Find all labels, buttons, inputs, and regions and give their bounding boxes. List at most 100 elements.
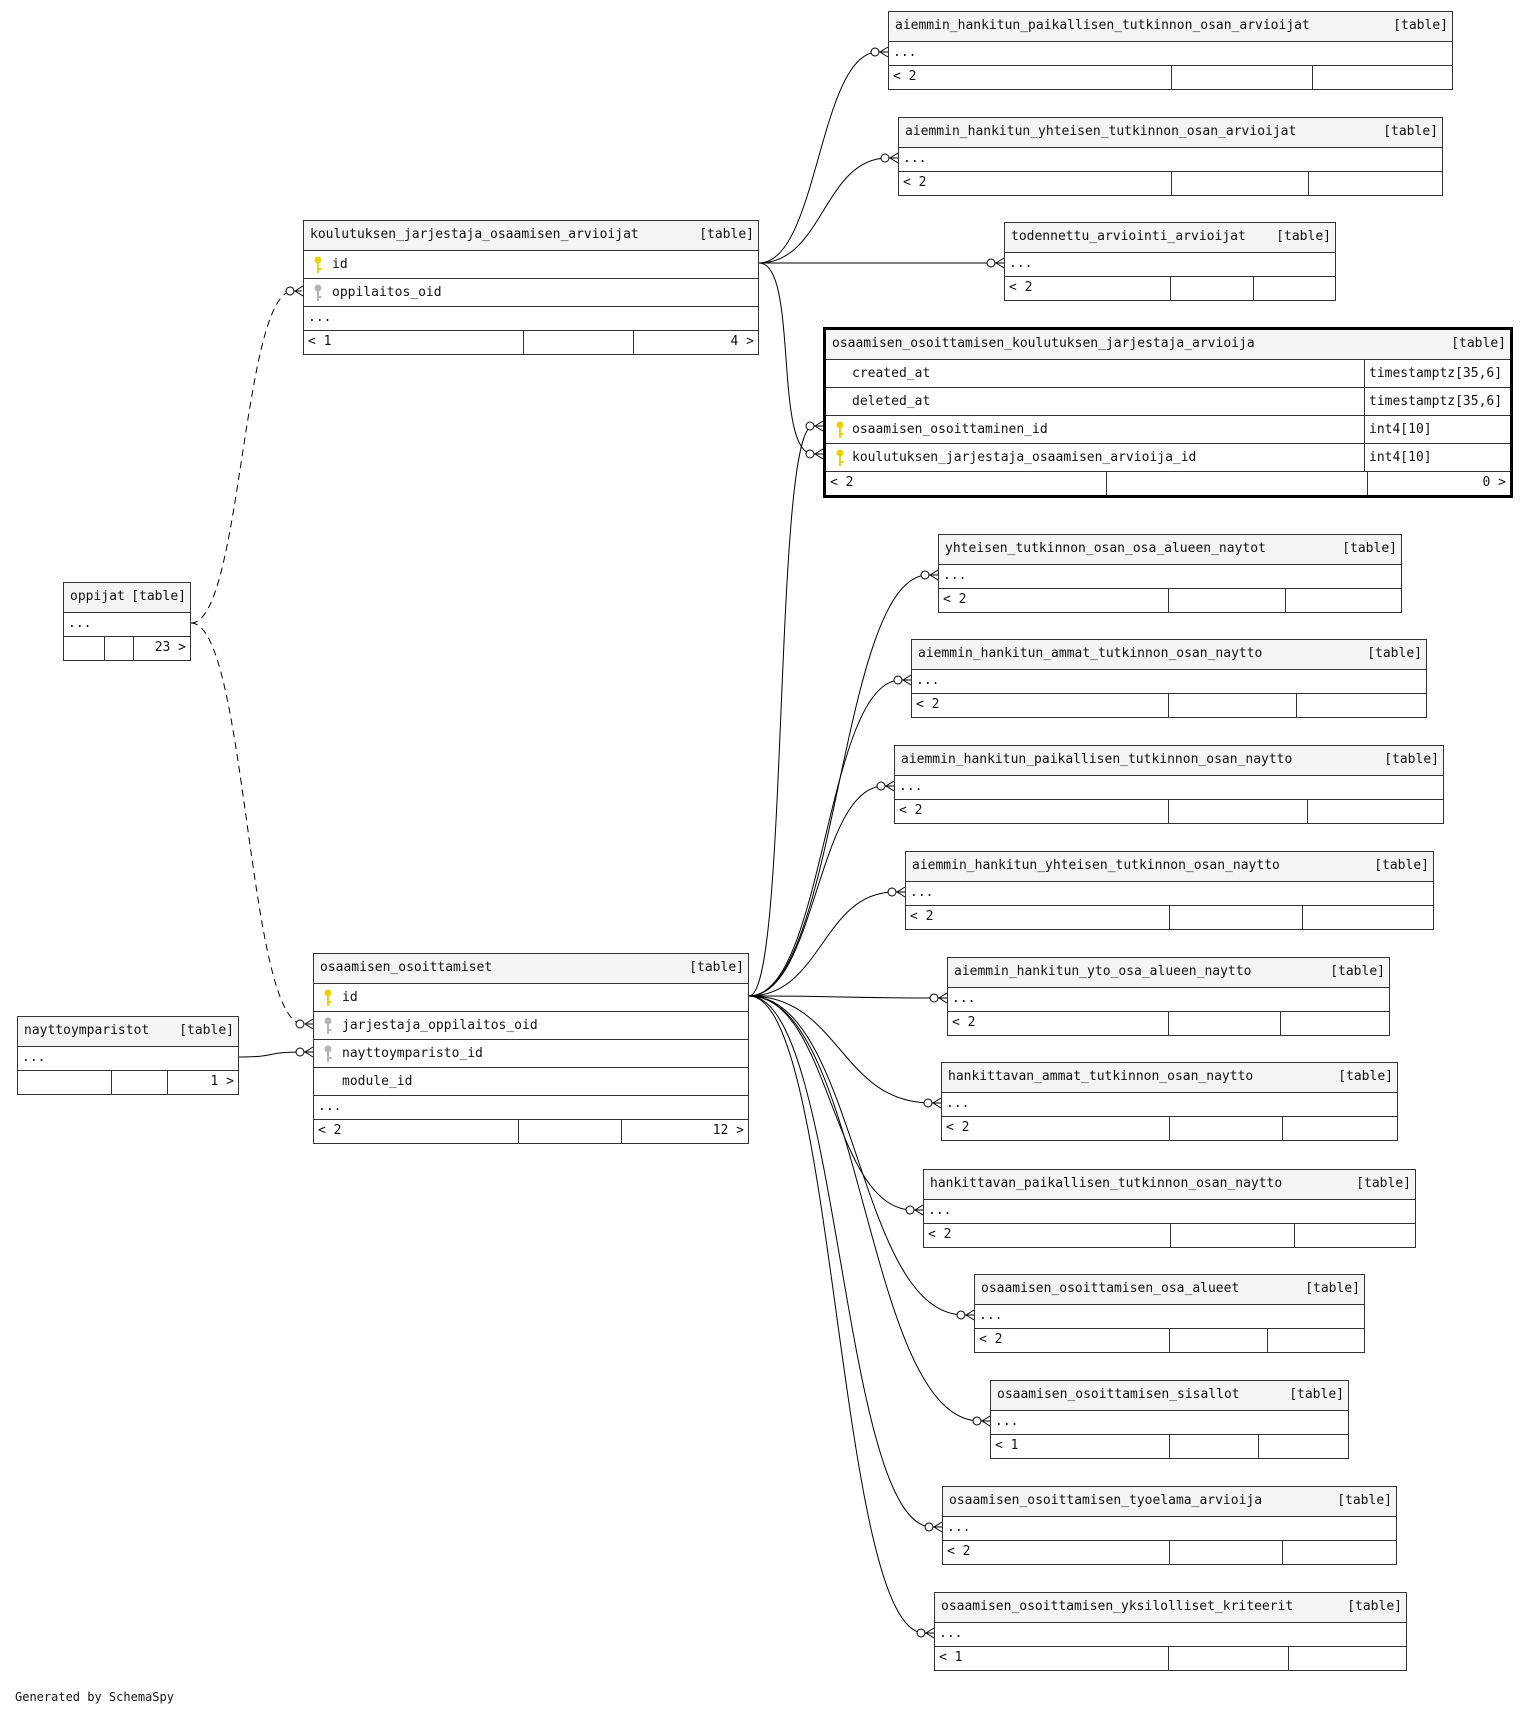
parents-count-link[interactable]: < 2 [318,1123,342,1138]
more-columns-ellipsis[interactable]: ... [1005,252,1335,276]
table-name[interactable]: osaamisen_osoittamisen_koulutuksen_jarje… [832,336,1255,351]
table-koulutuksen-jarjestaja-osaamisen-arvioijat[interactable]: koulutuksen_jarjestaja_osaamisen_arvioij… [303,220,759,355]
table-name[interactable]: hankittavan_paikallisen_tutkinnon_osan_n… [930,1176,1283,1191]
table-name[interactable]: aiemmin_hankitun_yhteisen_tutkinnon_osan… [912,858,1280,873]
more-columns-ellipsis[interactable]: ... [943,1516,1396,1540]
table-name[interactable]: osaamisen_osoittamiset [320,960,493,975]
table-header[interactable]: nayttoymparistot[table] [18,1017,238,1046]
table-name[interactable]: aiemmin_hankitun_paikallisen_tutkinnon_o… [895,18,1310,33]
children-count-link[interactable] [1282,1541,1396,1564]
table-name[interactable]: osaamisen_osoittamisen_osa_alueet [981,1281,1240,1296]
column-row-nayttoymparisto-id[interactable]: nayttoymparisto_id [314,1039,748,1067]
table-yhteisen-tutkinnon-osan-osa-alueen-naytot[interactable]: yhteisen_tutkinnon_osan_osa_alueen_nayto… [938,534,1402,613]
table-header[interactable]: osaamisen_osoittamisen_koulutuksen_jarje… [826,330,1510,359]
table-header[interactable]: aiemmin_hankitun_yhteisen_tutkinnon_osan… [906,852,1433,881]
table-header[interactable]: osaamisen_osoittamisen_yksilolliset_krit… [935,1593,1406,1622]
parents-count-link[interactable]: < 2 [830,475,854,490]
table-hankittavan-ammat-tutkinnon-osan-naytto[interactable]: hankittavan_ammat_tutkinnon_osan_naytto[… [941,1062,1398,1141]
table-name[interactable]: osaamisen_osoittamisen_sisallot [997,1387,1240,1402]
column-row-jarjestaja-oppilaitos-oid[interactable]: jarjestaja_oppilaitos_oid [314,1011,748,1039]
table-name[interactable]: yhteisen_tutkinnon_osan_osa_alueen_nayto… [945,541,1266,556]
more-columns-ellipsis[interactable]: ... [991,1410,1348,1434]
table-header[interactable]: yhteisen_tutkinnon_osan_osa_alueen_nayto… [939,535,1401,564]
table-header[interactable]: aiemmin_hankitun_ammat_tutkinnon_osan_na… [912,640,1426,669]
parents-count-link[interactable] [18,1071,111,1094]
table-aiemmin-hankitun-yto-osa-alueen-naytto[interactable]: aiemmin_hankitun_yto_osa_alueen_naytto[t… [947,957,1390,1036]
table-name[interactable]: aiemmin_hankitun_ammat_tutkinnon_osan_na… [918,646,1263,661]
more-columns-ellipsis[interactable]: ... [975,1304,1364,1328]
children-count-link[interactable] [1308,172,1442,195]
parents-count-link[interactable]: < 2 [1009,280,1033,295]
table-aiemmin-hankitun-yhteisen-tutkinnon-osan-arvioijat[interactable]: aiemmin_hankitun_yhteisen_tutkinnon_osan… [898,117,1443,196]
children-count-link[interactable]: 0 > [1367,472,1510,495]
table-header[interactable]: hankittavan_ammat_tutkinnon_osan_naytto[… [942,1063,1397,1092]
parents-count-link[interactable]: < 2 [947,1544,971,1559]
children-count-link[interactable] [1288,1647,1406,1670]
children-count-link[interactable] [1267,1329,1364,1352]
column-row-id[interactable]: id [304,250,758,278]
more-columns-ellipsis[interactable]: ... [895,775,1443,799]
parents-count-link[interactable]: < 2 [946,1120,970,1135]
table-header[interactable]: aiemmin_hankitun_yhteisen_tutkinnon_osan… [899,118,1442,147]
table-name[interactable]: osaamisen_osoittamisen_tyoelama_arvioija [949,1493,1263,1508]
more-columns-ellipsis[interactable]: ... [18,1046,238,1070]
table-header[interactable]: osaamisen_osoittamisen_tyoelama_arvioija… [943,1487,1396,1516]
table-osaamisen-osoittamisen-osa-alueet[interactable]: osaamisen_osoittamisen_osa_alueet[table]… [974,1274,1365,1353]
parents-count-link[interactable]: < 2 [979,1332,1003,1347]
children-count-link[interactable]: 12 > [621,1120,748,1143]
table-osaamisen-osoittamisen-koulutuksen-jarjestaja-arvioija[interactable]: osaamisen_osoittamisen_koulutuksen_jarje… [823,327,1513,498]
table-name[interactable]: todennettu_arviointi_arvioijat [1011,229,1246,244]
parents-count-link[interactable]: < 2 [893,69,917,84]
more-columns-ellipsis[interactable]: ... [304,306,758,330]
children-count-link[interactable] [1294,1224,1415,1247]
table-header[interactable]: oppijat[table] [64,583,190,612]
parents-count-link[interactable]: < 2 [928,1227,952,1242]
table-name[interactable]: aiemmin_hankitun_yhteisen_tutkinnon_osan… [905,124,1297,139]
table-name[interactable]: osaamisen_osoittamisen_yksilolliset_krit… [941,1599,1294,1614]
more-columns-ellipsis[interactable]: ... [889,41,1452,65]
table-name[interactable]: aiemmin_hankitun_yto_osa_alueen_naytto [954,964,1252,979]
children-count-link[interactable] [1296,694,1426,717]
more-columns-ellipsis[interactable]: ... [64,612,190,636]
table-header[interactable]: osaamisen_osoittamisen_sisallot[table] [991,1381,1348,1410]
table-name[interactable]: nayttoymparistot [24,1023,150,1038]
table-header[interactable]: todennettu_arviointi_arvioijat[table] [1005,223,1335,252]
parents-count-link[interactable]: < 2 [952,1015,976,1030]
column-row-koulutuksen-jarjestaja-osaamisen-arvioija-id[interactable]: koulutuksen_jarjestaja_osaamisen_arvioij… [826,443,1510,471]
children-count-link[interactable] [1282,1117,1397,1140]
children-count-link[interactable] [1312,66,1452,89]
table-oppijat[interactable]: oppijat[table]...23 > [63,582,191,661]
table-header[interactable]: osaamisen_osoittamiset[table] [314,954,748,983]
children-count-link[interactable] [1285,589,1401,612]
table-header[interactable]: aiemmin_hankitun_paikallisen_tutkinnon_o… [889,12,1452,41]
parents-count-link[interactable]: < 1 [308,334,332,349]
table-aiemmin-hankitun-yhteisen-tutkinnon-osan-naytto[interactable]: aiemmin_hankitun_yhteisen_tutkinnon_osan… [905,851,1434,930]
children-count-link[interactable] [1302,906,1433,929]
table-aiemmin-hankitun-ammat-tutkinnon-osan-naytto[interactable]: aiemmin_hankitun_ammat_tutkinnon_osan_na… [911,639,1427,718]
table-name[interactable]: aiemmin_hankitun_paikallisen_tutkinnon_o… [901,752,1293,767]
table-header[interactable]: aiemmin_hankitun_paikallisen_tutkinnon_o… [895,746,1443,775]
children-count-link[interactable]: 4 > [633,331,758,354]
table-name[interactable]: koulutuksen_jarjestaja_osaamisen_arvioij… [310,227,639,242]
more-columns-ellipsis[interactable]: ... [924,1199,1415,1223]
parents-count-link[interactable]: < 2 [903,175,927,190]
table-nayttoymparistot[interactable]: nayttoymparistot[table]...1 > [17,1016,239,1095]
table-osaamisen-osoittamisen-sisallot[interactable]: osaamisen_osoittamisen_sisallot[table]..… [990,1380,1349,1459]
more-columns-ellipsis[interactable]: ... [942,1092,1397,1116]
more-columns-ellipsis[interactable]: ... [899,147,1442,171]
children-count-link[interactable]: 23 > [133,637,190,660]
children-count-link[interactable] [1253,277,1335,300]
more-columns-ellipsis[interactable]: ... [939,564,1401,588]
children-count-link[interactable] [1258,1435,1348,1458]
parents-count-link[interactable] [64,637,104,660]
children-count-link[interactable] [1307,800,1443,823]
parents-count-link[interactable]: < 2 [910,909,934,924]
parents-count-link[interactable]: < 1 [995,1438,1019,1453]
more-columns-ellipsis[interactable]: ... [948,987,1389,1011]
table-aiemmin-hankitun-paikallisen-tutkinnon-osan-arvioijat[interactable]: aiemmin_hankitun_paikallisen_tutkinnon_o… [888,11,1453,90]
column-row-id[interactable]: id [314,983,748,1011]
table-todennettu-arviointi-arvioijat[interactable]: todennettu_arviointi_arvioijat[table]...… [1004,222,1336,301]
